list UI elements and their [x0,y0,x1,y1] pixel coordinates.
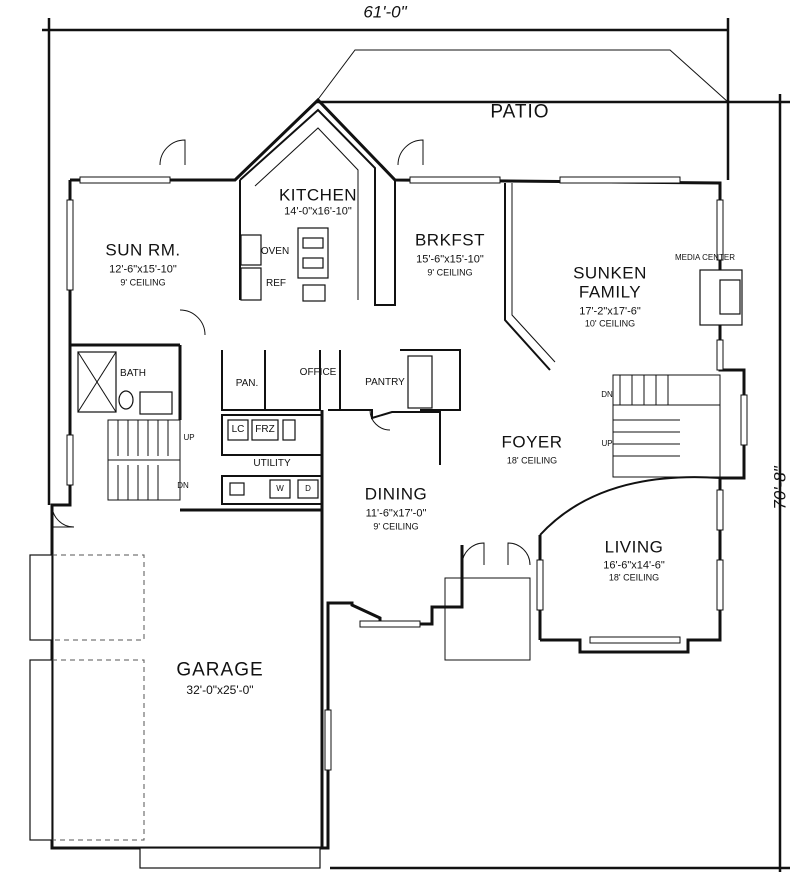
overall-width-label: 61'-0" [363,2,407,22]
pantry-shelves [407,355,433,409]
media-center-label: MEDIA CENTER [674,253,736,262]
kitchen-island [297,227,329,279]
garage-door-2 [51,659,145,841]
sun-room-ceiling: 9' CEILING [120,277,166,288]
left-stair-up-label: UP [183,433,195,442]
breakfast-size: 15'-6"x15'-10" [416,253,484,266]
living-curve-wall [539,476,721,536]
garage-door-1 [51,554,145,641]
dining-size: 11'-6"x17'-0" [365,507,427,520]
office-label: OFFICE [299,367,337,378]
left-stair-dn-label: DN [177,481,189,490]
foyer-label: FOYER [501,432,563,452]
kitchen-counter-left [239,108,396,306]
lc-label: LC [231,424,245,435]
breakfast-ceiling: 9' CEILING [427,267,473,278]
right-stair-dn-label: DN [601,390,613,399]
oven-label: OVEN [260,246,290,257]
family-label-line1: SUNKEN [573,263,647,283]
porch-outline [444,577,531,661]
breakfast-label: BRKFST [414,230,486,250]
frz-label: FRZ [255,424,275,435]
pantry-label: PANTRY [365,377,405,388]
right-stair-up-label: UP [601,439,613,448]
dryer-label: D [305,484,311,493]
garage-label: GARAGE [176,659,264,681]
living-label: LIVING [604,537,664,557]
patio-outline [315,49,730,103]
ref-label: REF [266,278,286,289]
living-size: 16'-6"x14'-6" [603,559,665,572]
sun-room-label: SUN RM. [105,240,181,260]
toilet [118,390,134,410]
dining-ceiling: 9' CEILING [373,521,419,532]
right-stair [612,374,721,478]
utility-label: UTILITY [253,458,291,469]
overall-depth-label: 70'-8" [770,466,790,510]
refrigerator [240,267,262,301]
garage-size: 32'-0"x25'-0" [186,683,254,697]
exterior-walls [50,97,746,850]
pan-label: PAN. [235,378,259,389]
family-ceiling: 10' CEILING [584,318,636,329]
kitchen-counter-inner [254,127,359,300]
oven [240,234,262,266]
sun-room-size: 12'-6"x15'-10" [109,263,177,276]
patio-label: PATIO [490,101,550,123]
width-dimension-line [42,18,730,505]
dining-label: DINING [364,484,428,504]
foyer-ceiling: 18' CEILING [506,455,558,466]
washer-label: W [276,484,284,493]
family-label-line2: FAMILY [578,282,642,302]
living-ceiling: 18' CEILING [608,572,660,583]
family-size: 17'-2"x17'-6" [579,305,641,318]
kitchen-label: KITCHEN [278,185,358,205]
bath-label: BATH [120,368,146,379]
kitchen-size: 14'-0"x16'-10" [284,205,352,218]
